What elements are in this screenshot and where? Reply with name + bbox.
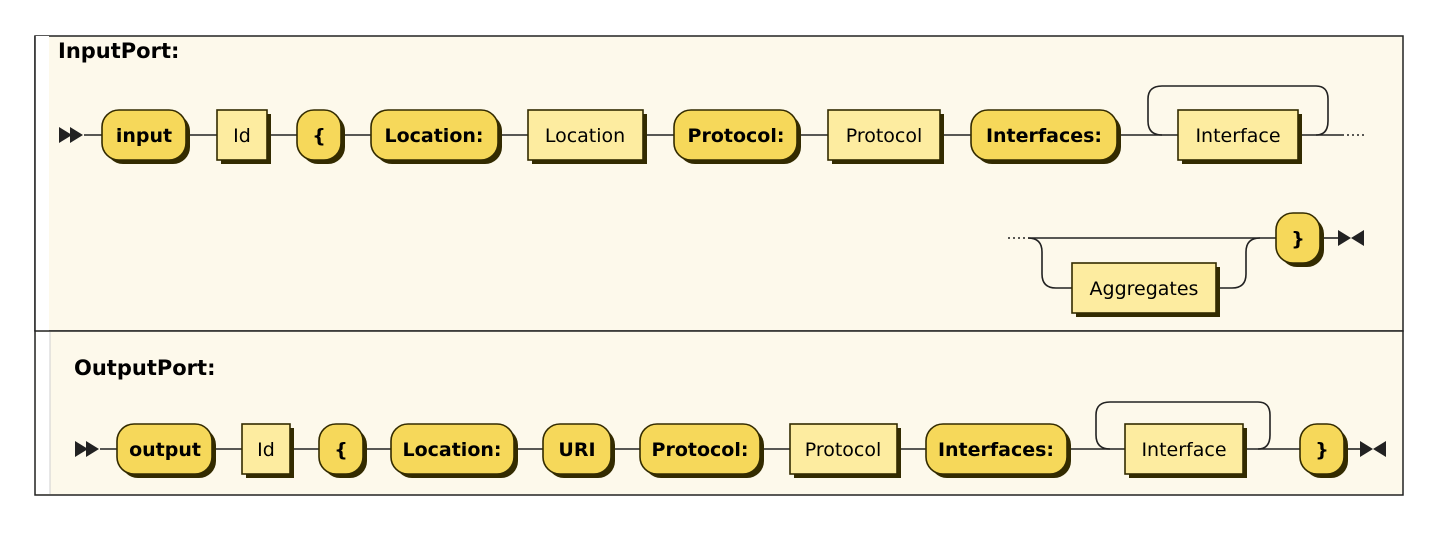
- inputport-diagram: InputPort: input: [34, 35, 1404, 332]
- terminal-location-keyword-label: Location:: [402, 439, 501, 461]
- inputport-title: InputPort:: [58, 39, 179, 63]
- terminal-protocol-keyword: Protocol:: [673, 109, 801, 164]
- terminal-input: input: [101, 109, 190, 164]
- terminal-interfaces-keyword: Interfaces:: [970, 109, 1121, 164]
- inputport-row1-lines: [84, 85, 1364, 136]
- nonterminal-aggregates-label: Aggregates: [1090, 278, 1199, 300]
- inputport-start-arrow-icon: [59, 127, 83, 143]
- outputport-diagram: OutputPort: output Id: [34, 330, 1404, 496]
- outputport-lines: [100, 401, 1360, 450]
- terminal-interfaces-keyword-label: Interfaces:: [986, 125, 1102, 147]
- outputport-title: OutputPort:: [74, 356, 215, 380]
- outputport-end-arrow-icon: [1360, 441, 1386, 457]
- inputport-end-arrow-icon: [1338, 230, 1364, 246]
- terminal-open-brace-label: {: [312, 125, 326, 147]
- terminal-location-keyword: Location:: [370, 109, 502, 164]
- inputport-row2-lines: [1008, 237, 1338, 289]
- terminal-output-label: output: [129, 439, 201, 461]
- inputport-margin: [35, 36, 49, 331]
- nonterminal-interface-label: Interface: [1195, 125, 1280, 147]
- nonterminal-id-label: Id: [257, 439, 275, 461]
- terminal-protocol-keyword: Protocol:: [639, 423, 764, 478]
- terminal-close-brace-label: }: [1315, 439, 1329, 461]
- outputport-start-arrow-icon: [75, 441, 99, 457]
- terminal-uri: URI: [542, 423, 615, 478]
- nonterminal-location: Location: [527, 109, 647, 164]
- terminal-interfaces-keyword: Interfaces:: [925, 423, 1071, 478]
- terminal-close-brace-label: }: [1291, 228, 1305, 250]
- outputport-margin: [36, 332, 50, 494]
- terminal-interfaces-keyword-label: Interfaces:: [938, 439, 1054, 461]
- nonterminal-interface-label: Interface: [1141, 439, 1226, 461]
- nonterminal-id: Id: [241, 423, 294, 478]
- terminal-protocol-keyword-label: Protocol:: [652, 439, 749, 461]
- nonterminal-id-label: Id: [233, 125, 251, 147]
- nonterminal-protocol: Protocol: [789, 423, 901, 478]
- terminal-close-brace: }: [1299, 423, 1348, 478]
- terminal-location-keyword: Location:: [390, 423, 518, 478]
- terminal-protocol-keyword-label: Protocol:: [688, 125, 785, 147]
- nonterminal-aggregates: Aggregates: [1071, 262, 1220, 317]
- nonterminal-protocol-label: Protocol: [805, 439, 882, 461]
- nonterminal-protocol-label: Protocol: [846, 125, 923, 147]
- terminal-open-brace: {: [318, 423, 367, 478]
- nonterminal-interface: Interface: [1124, 423, 1247, 478]
- terminal-output: output: [116, 423, 216, 478]
- terminal-close-brace: }: [1275, 212, 1324, 267]
- nonterminal-location-label: Location: [545, 125, 625, 147]
- nonterminal-interface: Interface: [1177, 109, 1302, 164]
- terminal-input-label: input: [116, 125, 172, 147]
- terminal-open-brace-label: {: [334, 439, 348, 461]
- terminal-open-brace: {: [296, 109, 345, 164]
- terminal-uri-label: URI: [558, 439, 595, 461]
- nonterminal-protocol: Protocol: [827, 109, 944, 164]
- nonterminal-id: Id: [216, 109, 271, 164]
- terminal-location-keyword-label: Location:: [384, 125, 483, 147]
